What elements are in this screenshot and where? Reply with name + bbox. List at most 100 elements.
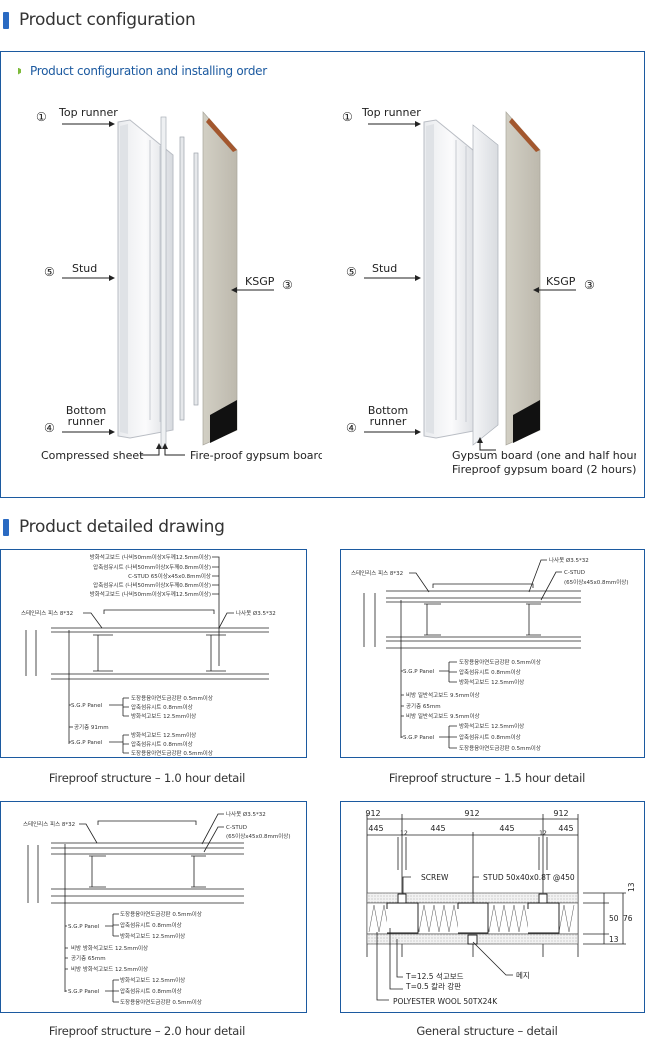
- drawing-label-nail: 나사못 Ø3.5*32: [236, 609, 276, 617]
- label-ksgp: KSGP: [245, 275, 275, 288]
- drawing-label: 도장용융아연도금강판 0.5mm이상: [120, 910, 202, 918]
- drawing-label-sgp: S.G.P Panel: [403, 735, 435, 741]
- drawing-label: 비방 일반석고보드 9.5mm이상: [406, 691, 480, 699]
- drawing-label: 도장용융아연도금강판 0.5mm이상: [459, 744, 541, 752]
- drawing-label: 비방 방화석고보드 12.5mm이상: [71, 965, 148, 973]
- drawing-label: 압축섬유시트 (나비50mm이상X두께0.8mm이상): [93, 581, 211, 589]
- drawing-label: 압축섬유시트 0.8mm이상: [459, 668, 521, 676]
- number-5: ⑤: [44, 265, 55, 279]
- drawing-label: 방화석고보드 12.5mm이상: [120, 976, 185, 984]
- label-bottom-runner-1: Bottom: [368, 404, 408, 417]
- section-title-text: Product detailed drawing: [19, 517, 225, 537]
- label-gypsum: T=12.5 석고보드: [405, 971, 464, 981]
- drawing-label: C-STUD 65이상x45x0.8mm이상: [128, 572, 211, 580]
- drawing-label: 방화석고보드 12.5mm이상: [131, 731, 196, 739]
- gypsum-board: [472, 124, 499, 446]
- drawing-label: 압축섬유시트 (나비50mm이상X두께0.8mm이상): [93, 563, 211, 571]
- drawing-general-structure: 912 912 912 445 445 445 445 12 12 SCREW …: [340, 801, 645, 1013]
- drawing-label: 압축섬유시트 0.8mm이상: [459, 733, 521, 741]
- drawing-label: 도장용융아연도금강판 0.5mm이상: [120, 998, 202, 1006]
- drawing-label: 방화석고보드 12.5mm이상: [120, 932, 185, 940]
- drawing-label: 도장용융아연도금강판 0.5mm이상: [459, 658, 541, 666]
- drawing-label: 방화석고보드 12.5mm이상: [459, 722, 524, 730]
- section-bar-icon: [3, 11, 9, 29]
- drawing-label-cstud-spec: (65이상x45x0.8mm이상): [226, 832, 291, 840]
- label-bottom-runner-2: runner: [68, 415, 105, 428]
- exploded-diagram-fireproof-board: ① Top runner ⑤ Stud ④ Bottom runner KSGP…: [36, 106, 322, 462]
- drawing-label: 방화석고보드 (나비50mm이상X두께12.5mm이상): [90, 553, 211, 561]
- dim-912: 912: [464, 809, 479, 818]
- studs: [386, 893, 560, 945]
- number-1: ①: [342, 110, 353, 124]
- drawing-label-nail: 나사못 Ø3.5*32: [549, 556, 589, 564]
- drawing-label-air: 공기층 65mm: [406, 702, 441, 710]
- drawing-fireproof-1h: 방화석고보드 (나비50mm이상X두께12.5mm이상) 압축섬유시트 (나비5…: [0, 549, 307, 758]
- drawing-label-sgp: S.G.P Panel: [68, 924, 100, 930]
- drawing-label: 비방 방화석고보드 12.5mm이상: [71, 944, 148, 952]
- label-joint: 메지: [516, 971, 530, 980]
- drawing-label-sgp: S.G.P Panel: [71, 740, 103, 746]
- arrow-compressed-sheet: [140, 443, 162, 456]
- dim-13: 13: [609, 935, 619, 944]
- drawing-label-cstud: C-STUD: [226, 825, 247, 831]
- label-stud: Stud: [372, 262, 397, 275]
- section-bar-icon: [3, 518, 9, 536]
- label-wool: POLYESTER WOOL 50TX24K: [393, 997, 498, 1006]
- label-ksgp: KSGP: [546, 275, 576, 288]
- dim-76: 76: [623, 914, 633, 923]
- drawing-label: 도장용융아연도금강판 0.5mm이상: [131, 749, 213, 757]
- drawing-label-sgp: S.G.P Panel: [403, 669, 435, 675]
- drawing-label-screw: 스테인리스 피스 8*32: [23, 820, 75, 828]
- caption-fireproof-1h: Fireproof structure – 1.0 hour detail: [48, 771, 246, 785]
- drawing-fireproof-2h: 스테인리스 피스 8*32 나사못 Ø3.5*32 C-STUD (65이상x4…: [0, 801, 307, 1013]
- ksgp-board: [202, 111, 238, 446]
- label-compressed-sheet: Compressed sheet: [41, 449, 144, 462]
- stud-frame: [423, 119, 480, 439]
- dim-445: 445: [368, 824, 383, 833]
- drawing-label: 압축섬유시트 0.8mm이상: [120, 987, 182, 995]
- dim-445: 445: [499, 824, 514, 833]
- exploded-diagram-gypsum-board: ① Top runner ⑤ Stud ④ Bottom runner KSGP…: [342, 106, 636, 476]
- number-1: ①: [36, 110, 47, 124]
- arrow-fire-proof-board: [162, 443, 185, 456]
- drawing-label: 방화석고보드 (나비50mm이상X두께12.5mm이상): [90, 590, 211, 598]
- drawing-label: 방화석고보드 12.5mm이상: [131, 712, 196, 720]
- label-gypsum-line2: Fireproof gypsum board (2 hours): [452, 463, 636, 476]
- caption-fireproof-1-5h: Fireproof structure – 1.5 hour detail: [388, 771, 586, 785]
- ksgp-board: [505, 111, 541, 446]
- configuration-subtitle: Product configuration and installing ord…: [18, 64, 267, 78]
- label-stud: Stud: [72, 262, 97, 275]
- bullet-icon: [18, 67, 24, 75]
- fiber-sheet: [179, 136, 185, 421]
- section-title-configuration: Product configuration: [0, 8, 196, 32]
- dim-13: 13: [627, 882, 636, 892]
- number-3: ③: [282, 278, 293, 292]
- subtitle-text: Product configuration and installing ord…: [30, 64, 267, 78]
- label-fire-proof-board: Fire-proof gypsum board: [190, 449, 322, 462]
- number-4: ④: [44, 421, 55, 435]
- drawing-label-sgp: S.G.P Panel: [71, 703, 103, 709]
- dim-445: 445: [558, 824, 573, 833]
- dim-445: 445: [430, 824, 445, 833]
- label-gypsum-line1: Gypsum board (one and half hour),: [452, 449, 636, 462]
- caption-fireproof-2h: Fireproof structure – 2.0 hour detail: [48, 1024, 246, 1038]
- caption-general-structure: General structure – detail: [416, 1024, 558, 1038]
- drawing-label-sgp: S.G.P Panel: [68, 989, 100, 995]
- dim-50: 50: [609, 914, 619, 923]
- label-stud: STUD 50x40x0.8T @450: [483, 873, 575, 882]
- dim-912: 912: [553, 809, 568, 818]
- number-5: ⑤: [346, 265, 357, 279]
- label-bottom-runner-1: Bottom: [66, 404, 106, 417]
- dim-12: 12: [400, 830, 408, 837]
- label-bottom-runner-2: runner: [370, 415, 407, 428]
- section-title-detail: Product detailed drawing: [0, 515, 225, 539]
- compressed-sheet: [160, 116, 167, 448]
- drawing-label-cstud: C-STUD: [564, 570, 585, 576]
- drawing-label-air: 공기층 65mm: [71, 954, 106, 962]
- arrow-gypsum-board: [477, 437, 496, 451]
- drawing-label-screw: 스테인리스 피스 8*32: [21, 609, 73, 617]
- drawing-label-screw: 스테인리스 피스 8*32: [351, 569, 403, 577]
- number-3: ③: [584, 278, 595, 292]
- label-screw: SCREW: [421, 873, 449, 882]
- label-top-runner: Top runner: [361, 106, 421, 119]
